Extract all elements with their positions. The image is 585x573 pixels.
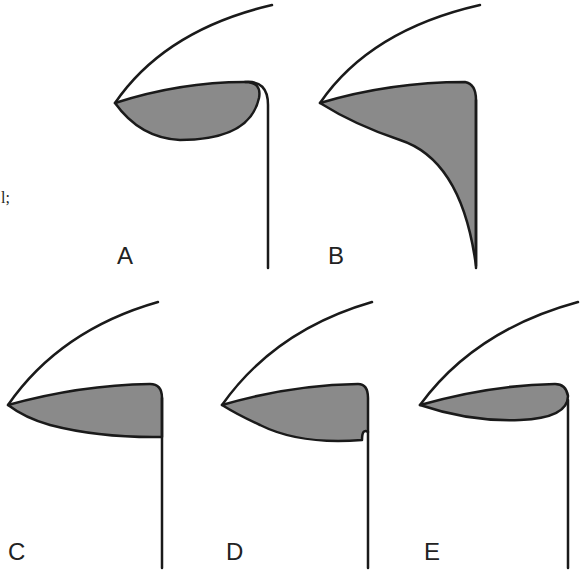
panel-letter: D (226, 540, 243, 564)
vertical-line (245, 82, 268, 268)
shaded-region (420, 384, 568, 420)
shaded-region (8, 384, 162, 437)
vertical-line (475, 100, 478, 268)
panel-letter: C (8, 540, 25, 564)
vertical-line (367, 432, 370, 568)
vertical-line (161, 398, 164, 568)
shaded-region (320, 82, 476, 266)
vertical-line (567, 400, 570, 568)
panel-letter: A (117, 244, 133, 268)
cropped-text: l; (1, 190, 10, 206)
shaded-region (222, 384, 368, 441)
shaded-region (115, 82, 259, 140)
panel-letter: E (424, 540, 440, 564)
panel-letter: B (328, 244, 344, 268)
